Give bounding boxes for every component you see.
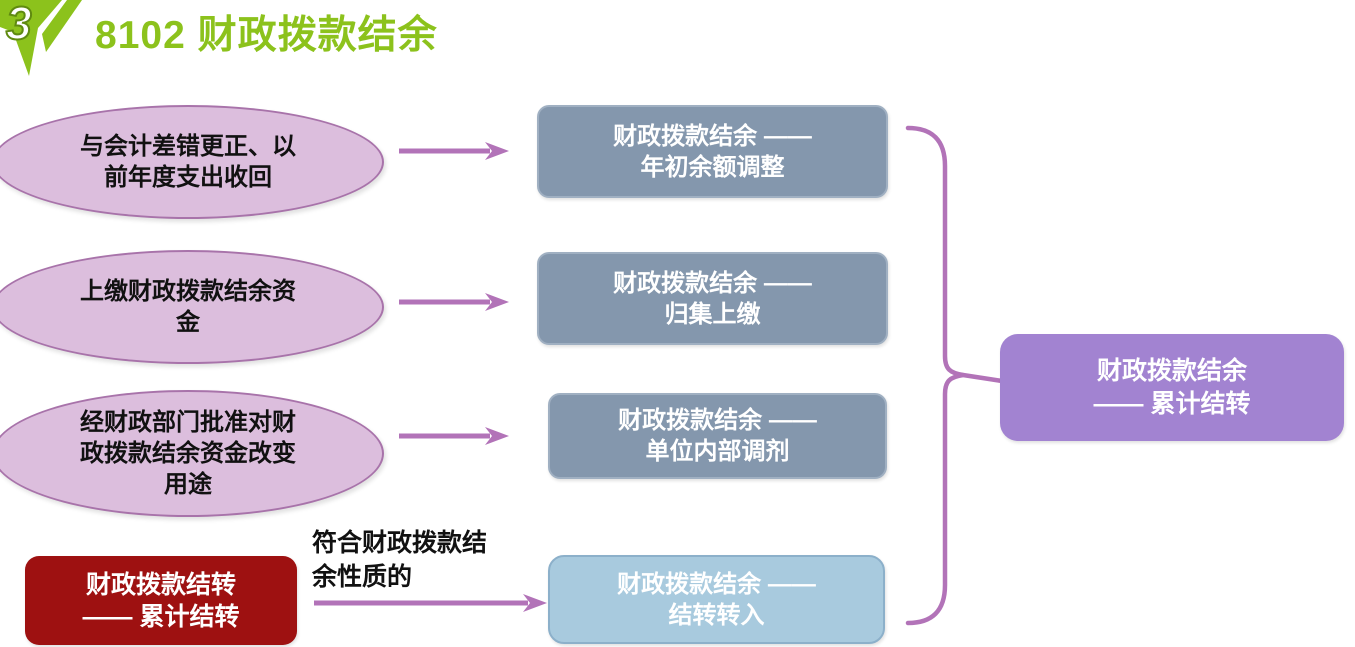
- right-arrow-icon: [314, 594, 547, 612]
- account-line1: 财政拨款结余 ——: [618, 407, 817, 434]
- right-arrow-icon: [399, 142, 509, 160]
- result-line2: —— 累计结转: [1093, 389, 1251, 418]
- source-label: 上缴财政拨款结余资金: [80, 278, 296, 336]
- source-ellipse-prior-year: 与会计差错更正、以前年度支出收回: [0, 105, 384, 219]
- account-line1: 财政拨款结余 ——: [613, 122, 812, 150]
- right-arrow-icon: [399, 427, 509, 445]
- curly-brace-icon: [905, 125, 1005, 626]
- account-box-transfer-in: 财政拨款结余 —— 结转转入: [548, 555, 885, 644]
- badge-number: 3: [5, 0, 33, 50]
- account-line1: 财政拨款结余 ——: [617, 570, 816, 598]
- account-box-collection-handover: 财政拨款结余 —— 归集上缴: [537, 252, 888, 345]
- source-ellipse-handover: 上缴财政拨款结余资金: [0, 250, 384, 364]
- result-box-cumulative-carryover: 财政拨款结余 —— 累计结转: [1000, 334, 1344, 441]
- account-line1: 财政拨款结余 ——: [613, 269, 812, 297]
- green-wedge-icon: [0, 0, 82, 76]
- page-title: 8102 财政拨款结余: [95, 14, 438, 57]
- section-number-badge: 3: [0, 0, 86, 82]
- carryover-source-box: 财政拨款结转 —— 累计结转: [25, 556, 297, 645]
- carryover-line2: —— 累计结转: [82, 602, 240, 631]
- account-box-opening-balance-adjustment: 财政拨款结余 —— 年初余额调整: [537, 105, 888, 198]
- account-line2: 年初余额调整: [640, 153, 785, 181]
- carryover-line1: 财政拨款结转: [85, 570, 236, 599]
- account-line2: 归集上缴: [664, 300, 761, 328]
- condition-label: 符合财政拨款结余性质的: [312, 529, 488, 591]
- source-ellipse-purpose-change: 经财政部门批准对财政拨款结余资金改变用途: [0, 390, 384, 517]
- account-line2: 结转转入: [668, 601, 765, 629]
- source-label: 经财政部门批准对财政拨款结余资金改变用途: [80, 409, 296, 498]
- account-line2: 单位内部调剂: [645, 438, 790, 465]
- source-label: 与会计差错更正、以前年度支出收回: [80, 133, 296, 191]
- account-box-internal-reallocation: 财政拨款结余 —— 单位内部调剂: [548, 393, 887, 479]
- result-line1: 财政拨款结余: [1096, 356, 1247, 385]
- right-arrow-icon: [399, 293, 509, 311]
